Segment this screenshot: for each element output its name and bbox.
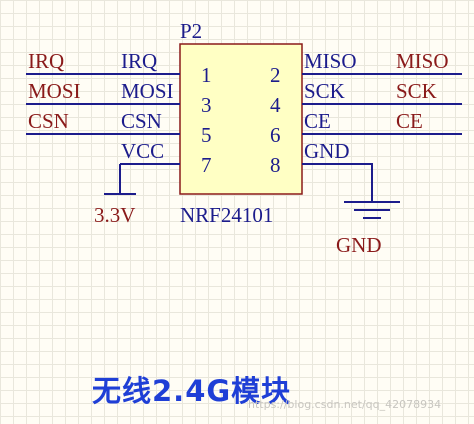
component-designator: P2 bbox=[180, 19, 202, 43]
net-label-sck: SCK bbox=[396, 79, 437, 103]
right-pin[interactable]: 2 MISO MISO bbox=[270, 49, 462, 87]
pin-number-8: 8 bbox=[270, 153, 281, 177]
net-label-mosi: MOSI bbox=[28, 79, 81, 103]
left-pin[interactable]: IRQ IRQ 1 bbox=[26, 49, 212, 87]
watermark: https://blog.csdn.net/qq_42078934 bbox=[248, 398, 442, 411]
power-port-3v3[interactable]: 3.3V bbox=[94, 164, 136, 227]
right-pin[interactable]: 6 CE CE bbox=[270, 109, 462, 147]
component-body[interactable] bbox=[179, 43, 303, 195]
pin-number-6: 6 bbox=[270, 123, 281, 147]
net-label-miso: MISO bbox=[396, 49, 449, 73]
pin-number-5: 5 bbox=[201, 123, 212, 147]
gnd-wire bbox=[302, 163, 373, 202]
ground-label: GND bbox=[336, 233, 382, 257]
left-pin[interactable]: CSN CSN 5 bbox=[26, 109, 212, 147]
module-caption: 无线2.4G模块 bbox=[92, 374, 292, 408]
ground-port[interactable]: GND bbox=[302, 163, 400, 257]
pin-label-csn: CSN bbox=[121, 109, 162, 133]
net-label-csn: CSN bbox=[28, 109, 69, 133]
left-pin-group: IRQ IRQ 1 MOSI MOSI 3 CSN CSN 5 VCC bbox=[26, 49, 212, 177]
pin-number-1: 1 bbox=[201, 63, 212, 87]
pin-label-vcc: VCC bbox=[121, 139, 164, 163]
net-label-irq: IRQ bbox=[28, 49, 64, 73]
net-label-ce: CE bbox=[396, 109, 423, 133]
pin-label-miso: MISO bbox=[304, 49, 357, 73]
pin-label-sck: SCK bbox=[304, 79, 345, 103]
pin-label-irq: IRQ bbox=[121, 49, 157, 73]
pin-number-4: 4 bbox=[270, 93, 281, 117]
left-pin[interactable]: MOSI MOSI 3 bbox=[26, 79, 212, 117]
pin-label-ce: CE bbox=[304, 109, 331, 133]
right-pin-group: 2 MISO MISO 4 SCK SCK 6 CE CE 8 G bbox=[270, 49, 462, 177]
right-pin[interactable]: 4 SCK SCK bbox=[270, 79, 462, 117]
pin-number-7: 7 bbox=[201, 153, 212, 177]
pin-label-mosi: MOSI bbox=[121, 79, 174, 103]
pin-number-3: 3 bbox=[201, 93, 212, 117]
pin-label-gnd: GND bbox=[304, 139, 350, 163]
power-label: 3.3V bbox=[94, 203, 135, 227]
left-pin[interactable]: VCC 7 bbox=[120, 139, 212, 177]
pin-number-2: 2 bbox=[270, 63, 281, 87]
component-part-name: NRF24101 bbox=[180, 203, 273, 227]
right-pin[interactable]: 8 GND bbox=[270, 139, 372, 177]
